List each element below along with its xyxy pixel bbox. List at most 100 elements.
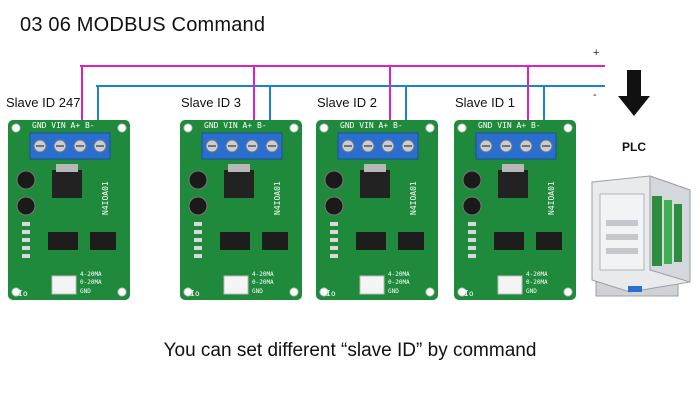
gnd-label: GND (252, 288, 263, 295)
ic-chip (536, 232, 562, 250)
mounting-hole (183, 287, 193, 297)
smd-component (330, 230, 338, 234)
capacitor (188, 170, 208, 190)
smd-component (22, 238, 30, 242)
gnd-label: GND (388, 288, 399, 295)
mounting-hole (457, 123, 467, 133)
smd-component (194, 230, 202, 234)
mounting-hole (117, 123, 127, 133)
regulator-chip (52, 170, 82, 198)
smd-component (194, 246, 202, 250)
ic-chip (220, 232, 250, 250)
ic-chip (398, 232, 424, 250)
terminal-labels: GND VIN A+ B- (32, 121, 95, 130)
smd-component (194, 238, 202, 242)
capacitor (16, 170, 36, 190)
mounting-hole (11, 123, 21, 133)
regulator-chip (498, 170, 528, 198)
board-model-label: N4IOA01 (273, 181, 282, 215)
mounting-hole (563, 123, 573, 133)
regulator-tab (56, 164, 78, 172)
current-label-2: 0-20MA (526, 279, 548, 286)
ic-chip (494, 232, 524, 250)
mounting-hole (289, 123, 299, 133)
board-model-label: N4IOA01 (409, 181, 418, 215)
smd-component (330, 246, 338, 250)
mounting-hole (319, 123, 329, 133)
page-title: 03 06 MODBUS Command (20, 14, 266, 36)
current-label-2: 0-20MA (80, 279, 102, 286)
slave-label-1: Slave ID 1 (455, 95, 515, 110)
smd-component (468, 246, 476, 250)
regulator-tab (364, 164, 386, 172)
smd-component (468, 222, 476, 226)
minus-bus-label: - (593, 89, 597, 101)
smd-component (330, 254, 338, 258)
mounting-hole (425, 123, 435, 133)
board-model-label: N4IOA01 (547, 181, 556, 215)
regulator-tab (228, 164, 250, 172)
io-label: Io (18, 289, 28, 298)
bottom-connector (223, 275, 249, 295)
regulator-tab (502, 164, 524, 172)
capacitor (16, 196, 36, 216)
down-arrow-icon (618, 70, 650, 116)
capacitor (324, 196, 344, 216)
pcb (180, 120, 302, 300)
smd-component (22, 246, 30, 250)
smd-component (330, 238, 338, 242)
gnd-label: GND (526, 288, 537, 295)
terminal-labels: GND VIN A+ B- (478, 121, 541, 130)
pcb (316, 120, 438, 300)
plc-device (591, 175, 691, 297)
bottom-connector (51, 275, 77, 295)
pcb (8, 120, 130, 300)
slave-label-2: Slave ID 2 (317, 95, 377, 110)
capacitor (462, 196, 482, 216)
plc-label: PLC (622, 140, 646, 154)
smd-component (22, 254, 30, 258)
mounting-hole (563, 287, 573, 297)
smd-component (22, 230, 30, 234)
ic-chip (48, 232, 78, 250)
smd-component (194, 222, 202, 226)
mounting-hole (319, 287, 329, 297)
ic-chip (356, 232, 386, 250)
board-model-label: N4IOA01 (101, 181, 110, 215)
current-label-2: 0-20MA (252, 279, 274, 286)
pcb (454, 120, 576, 300)
terminal-labels: GND VIN A+ B- (204, 121, 267, 130)
smd-component (194, 254, 202, 258)
mounting-hole (11, 287, 21, 297)
io-label: Io (464, 289, 474, 298)
bottom-connector (359, 275, 385, 295)
smd-component (468, 238, 476, 242)
plus-bus-label: + (593, 47, 600, 59)
mounting-hole (425, 287, 435, 297)
slave-label-3: Slave ID 3 (181, 95, 241, 110)
smd-component (468, 254, 476, 258)
mounting-hole (289, 287, 299, 297)
current-label: 4-20MA (388, 271, 410, 278)
capacitor (324, 170, 344, 190)
smd-component (468, 230, 476, 234)
mounting-hole (457, 287, 467, 297)
current-label: 4-20MA (526, 271, 548, 278)
mounting-hole (117, 287, 127, 297)
slave-label-247: Slave ID 247 (6, 95, 81, 110)
current-label-2: 0-20MA (388, 279, 410, 286)
smd-component (330, 222, 338, 226)
current-label: 4-20MA (252, 271, 274, 278)
ic-chip (90, 232, 116, 250)
smd-component (22, 222, 30, 226)
regulator-chip (224, 170, 254, 198)
io-label: Io (190, 289, 200, 298)
terminal-labels: GND VIN A+ B- (340, 121, 403, 130)
caption: You can set different “slave ID” by comm… (163, 340, 537, 361)
mounting-hole (183, 123, 193, 133)
